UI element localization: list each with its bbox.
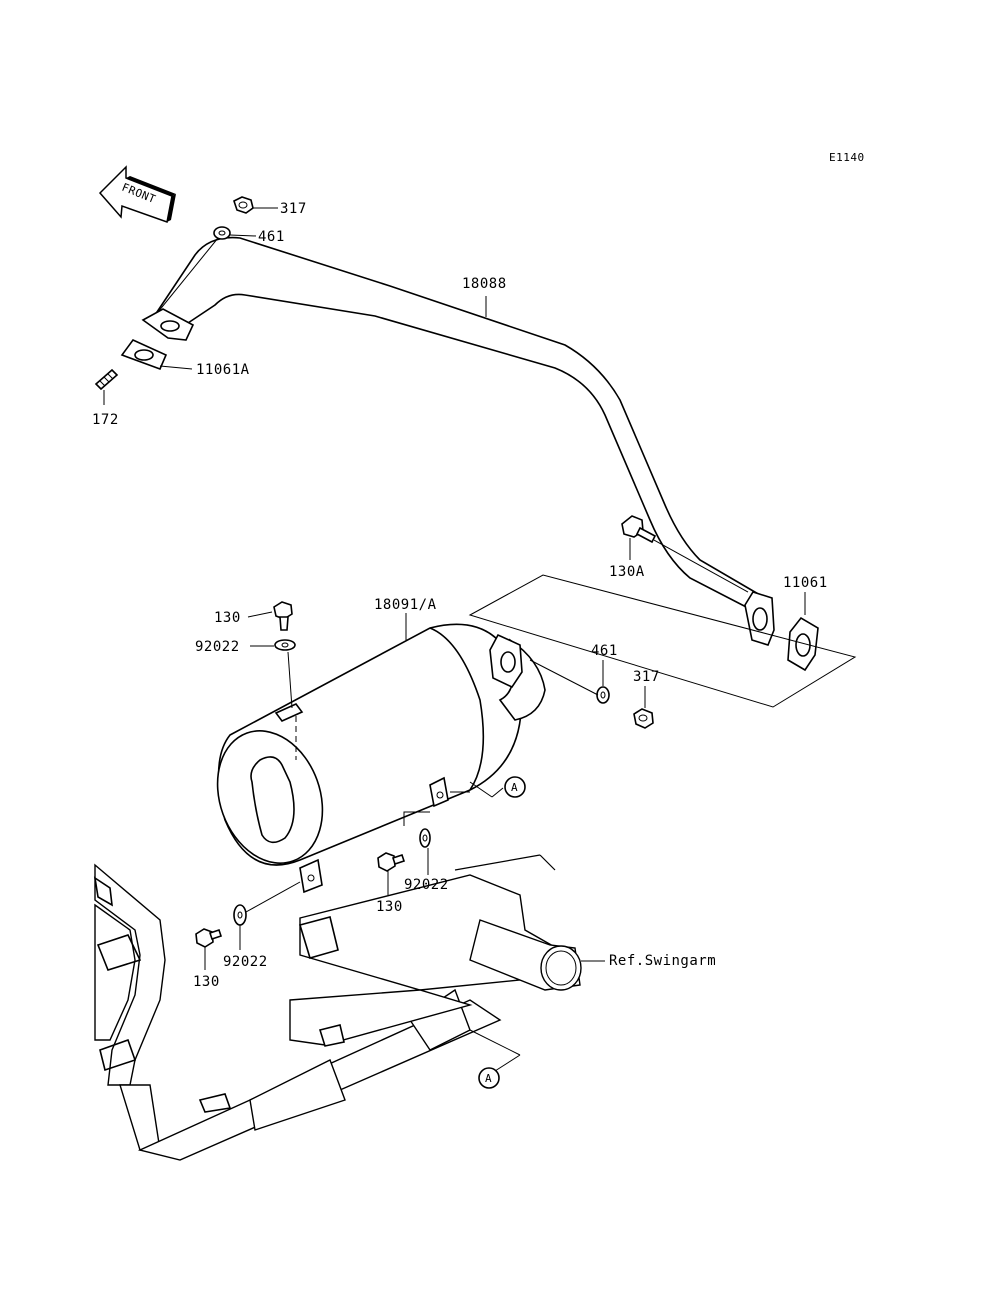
callout-18088: 18088 bbox=[462, 276, 507, 292]
muffler bbox=[216, 623, 546, 894]
callout-92022-top: 92022 bbox=[195, 639, 240, 655]
callout-461-top: 461 bbox=[258, 229, 285, 245]
washer-top bbox=[213, 226, 231, 240]
washer-92022-top bbox=[274, 639, 296, 651]
gasket-rear bbox=[787, 616, 819, 672]
callout-130-low: 130 bbox=[193, 974, 220, 990]
exhaust-pipe bbox=[141, 236, 775, 646]
callout-92022-mid: 92022 bbox=[404, 877, 449, 893]
callout-11061: 11061 bbox=[783, 575, 828, 591]
bolt-130-top bbox=[273, 601, 293, 631]
callout-ref-swingarm: Ref.Swingarm bbox=[609, 953, 716, 969]
gasket-front bbox=[120, 339, 168, 371]
callout-461-mid: 461 bbox=[591, 643, 618, 659]
callout-172: 172 bbox=[92, 412, 119, 428]
callout-317-top: 317 bbox=[280, 201, 307, 217]
bolt-130-low bbox=[195, 928, 223, 948]
ref-marker-lower-label: A bbox=[485, 1072, 492, 1085]
front-arrow-icon: FRONT bbox=[98, 165, 176, 223]
callout-130-top: 130 bbox=[214, 610, 241, 626]
callout-11061a: 11061A bbox=[196, 362, 250, 378]
callout-130-mid: 130 bbox=[376, 899, 403, 915]
callout-317-mid: 317 bbox=[633, 669, 660, 685]
nut-mid bbox=[633, 708, 654, 729]
ref-marker-upper-label: A bbox=[511, 781, 518, 794]
washer-mid bbox=[596, 686, 610, 704]
washer-92022-mid bbox=[419, 828, 431, 848]
callout-92022-low: 92022 bbox=[223, 954, 268, 970]
callout-18091a: 18091/A bbox=[374, 597, 437, 613]
stud-bolt bbox=[94, 368, 119, 391]
washer-92022-low bbox=[233, 904, 247, 926]
nut-top bbox=[233, 196, 254, 214]
frame-swingarm bbox=[93, 854, 582, 1161]
bolt-130-mid bbox=[377, 852, 406, 872]
callout-130a: 130A bbox=[609, 564, 645, 580]
ref-marker-lower bbox=[478, 1067, 500, 1089]
bolt-130a bbox=[621, 515, 657, 544]
ref-marker-upper bbox=[504, 776, 526, 798]
swingarm-pivot bbox=[540, 945, 582, 991]
diagram-code: E1140 bbox=[829, 151, 865, 164]
